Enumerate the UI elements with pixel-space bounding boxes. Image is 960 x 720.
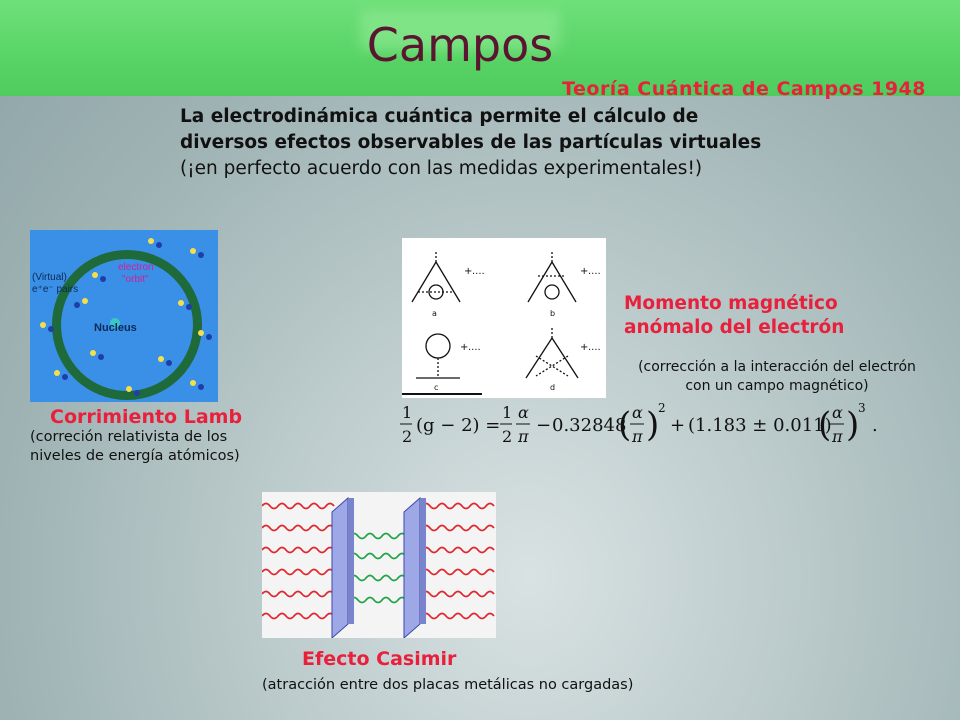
diagram-label-d: d <box>550 383 555 392</box>
particle-dot <box>98 354 104 360</box>
pairs-label: e⁺e⁻ pairs <box>32 284 79 295</box>
particle-dot <box>186 304 192 310</box>
svg-text:α: α <box>518 403 529 422</box>
diagram-label-b: b <box>550 309 555 318</box>
orbit-ring <box>52 250 202 400</box>
particle-dot <box>62 374 68 380</box>
particle-dot <box>148 238 154 244</box>
particle-dot <box>158 356 164 362</box>
svg-text:−: − <box>536 415 551 436</box>
formula-coef-1: 0.32848 <box>552 415 626 436</box>
svg-text:2: 2 <box>402 427 412 446</box>
particle-dot <box>198 384 204 390</box>
svg-text:α: α <box>632 403 643 422</box>
particle-dot <box>166 360 172 366</box>
particle-dot <box>40 322 46 328</box>
particle-dot <box>190 380 196 386</box>
svg-text:3: 3 <box>858 401 866 415</box>
formula-coef-2: (1.183 ± 0.011) <box>688 415 832 436</box>
slide-subtitle: Teoría Cuántica de Campos 1948 <box>562 78 926 100</box>
particle-dot <box>48 326 54 332</box>
particle-dot <box>126 386 132 392</box>
feynman-diagrams-svg: +.... +.... +.... +.... a b c d <box>402 252 601 395</box>
casimir-note: (atracción entre dos placas metálicas no… <box>262 677 634 693</box>
svg-text:.: . <box>872 415 878 436</box>
nucleus-label: Nucleus <box>94 322 137 334</box>
particle-dot <box>190 248 196 254</box>
svg-text:): ) <box>646 405 659 445</box>
svg-text:1: 1 <box>502 403 512 422</box>
svg-text:(g − 2) =: (g − 2) = <box>416 415 500 436</box>
svg-text:....: .... <box>588 342 601 353</box>
electron-label: electron <box>118 262 154 273</box>
particle-dot <box>90 350 96 356</box>
magnetic-note-line-1: (corrección a la interacción del electró… <box>638 359 916 375</box>
intro-line-1: La electrodinámica cuántica permite el c… <box>180 106 699 127</box>
lamb-note-line-2: niveles de energía atómicos) <box>30 448 240 464</box>
particle-dot <box>92 272 98 278</box>
formula-svg: 1 2 (g − 2) = 1 2 α π − 0.32848 ( α π ) … <box>400 401 878 446</box>
particle-dot <box>198 330 204 336</box>
particle-dot <box>134 390 140 396</box>
particle-dot <box>198 252 204 258</box>
orbit-label: "orbit" <box>122 274 149 285</box>
magnetic-label: Momento magnético anómalo del electrón <box>624 292 844 340</box>
particle-dot <box>206 334 212 340</box>
intro-text: La electrodinámica cuántica permite el c… <box>180 104 880 182</box>
header-glow <box>360 10 560 50</box>
svg-text:2: 2 <box>658 401 666 415</box>
svg-text:....: .... <box>472 266 485 277</box>
particle-dot <box>82 298 88 304</box>
intro-line-3: (¡en perfecto acuerdo con las medidas ex… <box>180 158 703 179</box>
virtual-label: (Virtual) <box>32 272 67 283</box>
svg-text:+: + <box>670 415 685 436</box>
lamb-note: (correción relativista de los niveles de… <box>30 428 240 466</box>
svg-text:π: π <box>631 427 643 446</box>
svg-text:+: + <box>460 342 468 353</box>
casimir-label: Efecto Casimir <box>302 648 457 670</box>
magnetic-note-line-2: con un campo magnético) <box>685 378 869 394</box>
svg-text:2: 2 <box>502 427 512 446</box>
particle-dot <box>74 302 80 308</box>
lamb-shift-image: (Virtual) e⁺e⁻ pairs electron "orbit" Nu… <box>30 230 218 402</box>
magnetic-label-line-2: anómalo del electrón <box>624 317 845 338</box>
svg-text:(: ( <box>618 405 631 445</box>
svg-text:1: 1 <box>402 403 412 422</box>
particle-dot <box>100 276 106 282</box>
diagram-label-c: c <box>434 383 438 392</box>
svg-text:+: + <box>464 266 472 277</box>
intro-line-2: diversos efectos observables de las part… <box>180 132 762 153</box>
feynman-diagrams-image: +.... +.... +.... +.... a b c d <box>402 238 606 398</box>
lamb-label: Corrimiento Lamb <box>50 406 243 428</box>
casimir-svg <box>261 496 495 640</box>
g-factor-formula: 1 2 (g − 2) = 1 2 α π − 0.32848 ( α π ) … <box>400 398 886 456</box>
particle-dot <box>54 370 60 376</box>
magnetic-note: (corrección a la interacción del electró… <box>612 358 942 396</box>
svg-text:+: + <box>580 342 588 353</box>
particle-dot <box>156 242 162 248</box>
header-band <box>0 0 960 96</box>
svg-text:α: α <box>832 403 843 422</box>
slide-title: Campos <box>366 18 554 72</box>
svg-text:(: ( <box>818 405 831 445</box>
nucleus-dot <box>110 318 120 328</box>
svg-text:+: + <box>580 266 588 277</box>
magnetic-label-line-1: Momento magnético <box>624 293 838 314</box>
svg-text:π: π <box>517 427 529 446</box>
svg-text:): ) <box>846 405 859 445</box>
svg-text:....: .... <box>468 342 481 353</box>
particle-dot <box>178 300 184 306</box>
diagram-label-a: a <box>432 309 437 318</box>
lamb-note-line-1: (correción relativista de los <box>30 429 228 445</box>
casimir-image <box>261 492 496 640</box>
svg-text:π: π <box>831 427 843 446</box>
svg-text:....: .... <box>588 266 601 277</box>
